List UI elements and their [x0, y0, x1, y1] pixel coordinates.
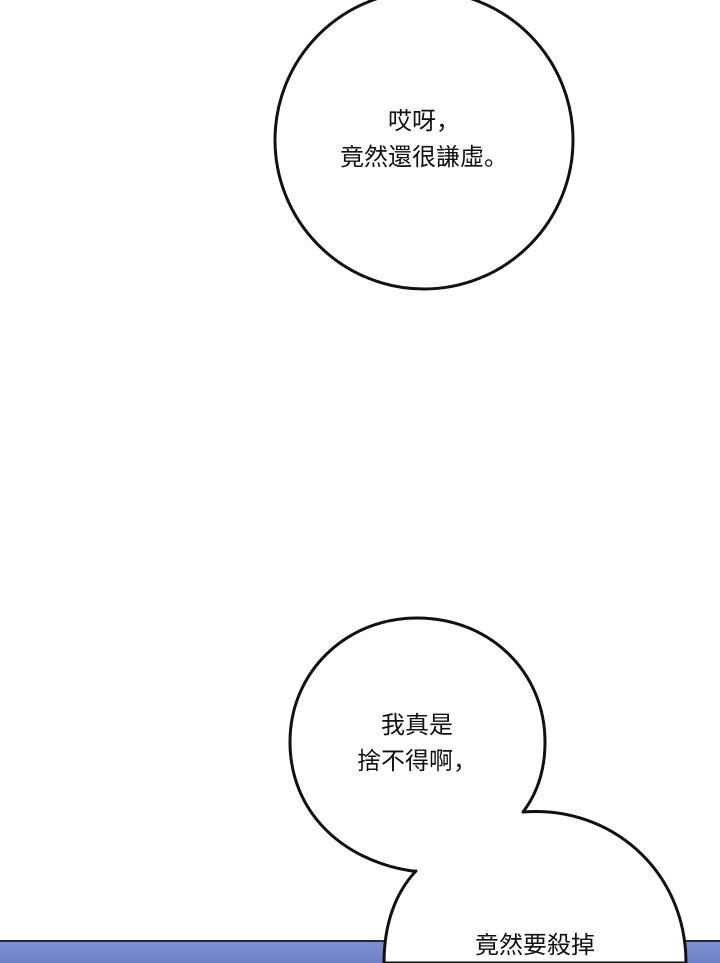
speech-bubble-1-line-2: 竟然還很謙虛。: [340, 143, 508, 171]
speech-bubble-1: [273, 0, 575, 291]
speech-bubble-2-text: 我真是 捨不得啊，: [342, 707, 492, 779]
speech-bubble-3-text: 竟然要殺掉: [450, 927, 620, 963]
speech-bubble-3-line-1: 竟然要殺掉: [475, 931, 595, 959]
speech-bubble-2-line-1: 我真是: [381, 711, 453, 739]
speech-bubble-2: [288, 616, 688, 963]
speech-bubble-2-line-2: 捨不得啊，: [357, 747, 477, 775]
speech-bubble-1-line-1: 哎呀，: [388, 107, 460, 135]
speech-bubble-1-text: 哎呀， 竟然還很謙虛。: [324, 103, 524, 175]
